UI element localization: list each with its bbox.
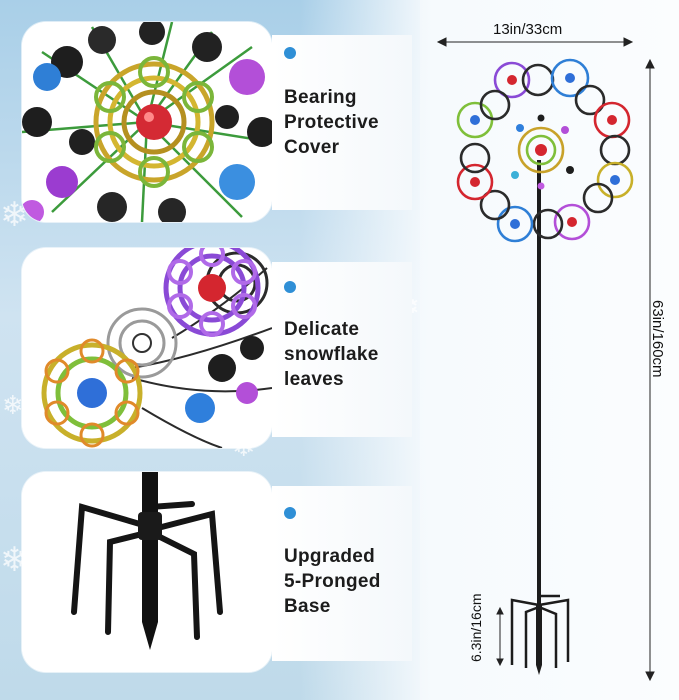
width-dimension-line: [436, 37, 634, 47]
height-dimension-label: 63in/160cm: [649, 300, 666, 378]
feature-photo-snowflake-leaves: [22, 248, 272, 448]
bullet-dot-icon: [284, 47, 296, 59]
base-dimension-line: [496, 606, 504, 667]
feature-photo-base: [22, 472, 272, 672]
feature-photo-bearing: [22, 22, 272, 222]
feature-text-panel: [272, 35, 412, 210]
bullet-dot-icon: [284, 281, 296, 293]
feature-label-bearing: Bearing Protective Cover: [284, 87, 379, 158]
feature-text-panel: [272, 262, 412, 437]
snowflake-icon: ❄: [2, 390, 24, 420]
height-dimension-line: [645, 58, 655, 682]
width-dimension-label: 13in/33cm: [493, 21, 563, 38]
base-dimension-label: 6.3in/16cm: [468, 593, 484, 662]
feature-label-base: Upgraded 5-Pronged Base: [284, 546, 381, 617]
wind-spinner-product: [436, 37, 655, 682]
feature-label-snowflake: Delicate snowflake leaves: [284, 319, 379, 390]
bullet-dot-icon: [284, 507, 296, 519]
